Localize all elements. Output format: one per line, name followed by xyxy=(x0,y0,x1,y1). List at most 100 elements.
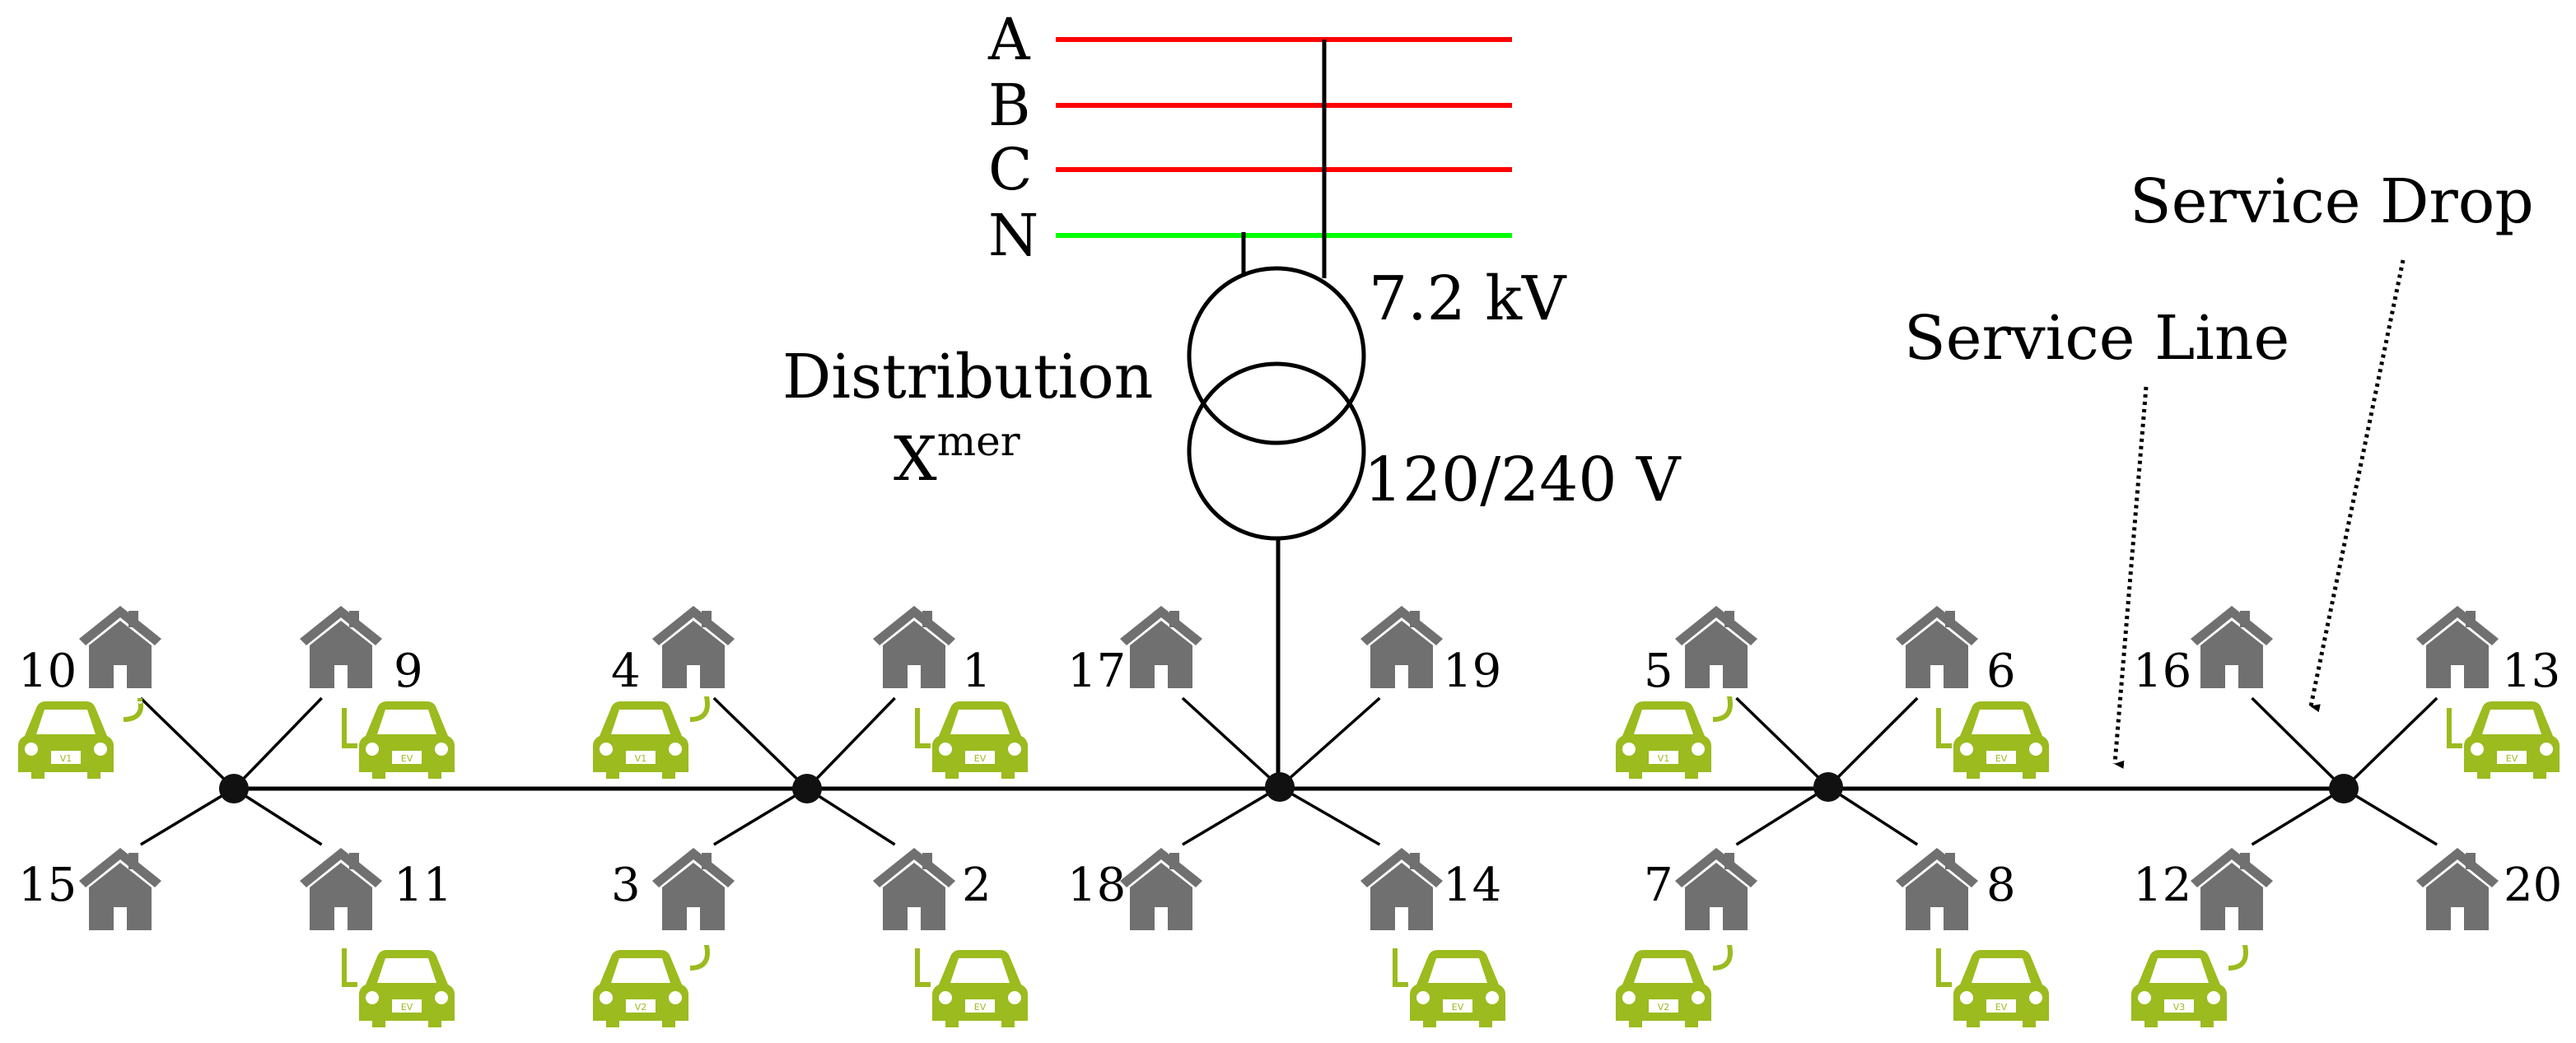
home-17: 17 xyxy=(1067,606,1202,698)
service-drop-17 xyxy=(1181,696,1281,789)
annotations: Service Line Service Drop xyxy=(1904,166,2534,769)
home-2: 2EV xyxy=(873,848,1028,1027)
charging-cable xyxy=(1393,948,1408,987)
home-9: 9EV xyxy=(300,606,455,779)
service-drop-15 xyxy=(139,787,235,846)
house-icon xyxy=(1896,606,1978,688)
charging-cable xyxy=(2228,944,2249,971)
service-line-label: Service Line xyxy=(1904,303,2289,374)
house-icon xyxy=(2416,848,2499,930)
house-icon xyxy=(79,848,161,930)
ev-plate: EV xyxy=(974,753,987,764)
ev-plate: EV xyxy=(1452,1002,1464,1013)
home-19: 19 xyxy=(1360,606,1501,698)
service-drop-3 xyxy=(712,787,808,846)
ev-plate: V2 xyxy=(1658,1002,1670,1013)
service-drop-9 xyxy=(232,696,323,790)
home-number: 16 xyxy=(2133,645,2191,698)
service-drop-20 xyxy=(2343,787,2438,846)
electric-car-icon xyxy=(359,950,455,1027)
ev-plate: EV xyxy=(401,1002,413,1013)
house-icon xyxy=(1120,606,1202,688)
charging-cable xyxy=(915,948,931,987)
home-number: 6 xyxy=(1986,645,2016,698)
home-number: 11 xyxy=(394,859,452,912)
service-drop-2 xyxy=(806,787,896,846)
electric-car-icon xyxy=(593,950,688,1027)
house-icon xyxy=(1675,606,1757,688)
home-number: 17 xyxy=(1067,645,1126,698)
ev-plate: EV xyxy=(401,753,413,764)
home-20: 20 xyxy=(2416,848,2562,930)
electric-car-icon xyxy=(1410,950,1505,1027)
charging-cable xyxy=(1712,696,1734,722)
electric-car-icon xyxy=(18,701,114,779)
service-drop-4 xyxy=(712,696,809,790)
home-6: 6EV xyxy=(1896,606,2049,779)
service-drop-18 xyxy=(1182,785,1281,846)
house-icon xyxy=(1120,848,1202,930)
charging-cable xyxy=(689,944,711,971)
house-icon xyxy=(2191,606,2273,688)
home-number: 8 xyxy=(1986,859,2016,912)
house-icon xyxy=(2416,606,2499,688)
house-icon xyxy=(652,606,735,688)
home-number: 4 xyxy=(611,645,641,698)
house-icon xyxy=(1360,606,1443,688)
phase-label-a: A xyxy=(987,6,1031,73)
phase-label-n: N xyxy=(988,202,1038,269)
service-drop-arrow xyxy=(2308,259,2406,713)
service-drop-5 xyxy=(1735,696,1830,789)
service-drop-8 xyxy=(1827,785,1919,846)
service-drop-12 xyxy=(2251,787,2345,846)
charging-cable xyxy=(342,948,357,987)
home-number: 7 xyxy=(1644,859,1673,912)
home-8: 8EV xyxy=(1896,848,2049,1027)
home-number: 14 xyxy=(1443,859,1501,912)
charging-cable xyxy=(2447,708,2462,748)
home-number: 20 xyxy=(2504,859,2562,912)
home-number: 18 xyxy=(1067,859,1126,912)
home-3: 3V2 xyxy=(593,848,735,1027)
home-number: 10 xyxy=(18,645,77,698)
ev-plate: V3 xyxy=(2173,1002,2186,1013)
charging-cable xyxy=(915,708,931,748)
charging-cable xyxy=(1712,944,1734,971)
ev-plate: V1 xyxy=(1658,753,1670,764)
electric-car-icon xyxy=(932,950,1028,1027)
ev-plate: V2 xyxy=(635,1002,647,1013)
primary-coil xyxy=(1187,266,1366,445)
electric-car-icon xyxy=(2131,950,2227,1027)
house-icon xyxy=(1675,848,1757,930)
home-number: 3 xyxy=(611,859,641,912)
service-drop-label: Service Drop xyxy=(2130,166,2534,237)
electric-car-icon xyxy=(932,701,1028,779)
service-drop-10 xyxy=(139,696,236,790)
ev-plate: EV xyxy=(974,1002,987,1013)
home-number: 9 xyxy=(394,645,423,698)
service-drop-14 xyxy=(1279,785,1381,846)
junction-node xyxy=(1265,772,1295,802)
transformer-label-x: Xmer xyxy=(894,417,1020,495)
electric-car-icon xyxy=(1953,950,2049,1027)
electric-car-icon xyxy=(2464,701,2560,779)
phase-label-c: C xyxy=(988,136,1033,203)
house-icon xyxy=(1360,848,1443,930)
primary-voltage: 7.2 kV xyxy=(1369,263,1567,334)
ev-plate: EV xyxy=(2506,753,2518,764)
electric-car-icon xyxy=(1616,950,1711,1027)
service-drop-13 xyxy=(2342,696,2438,790)
house-icon xyxy=(2191,848,2273,930)
house-icon xyxy=(1896,848,1978,930)
home-7: 7V2 xyxy=(1616,848,1757,1027)
secondary-voltage: 120/240 V xyxy=(1364,445,1682,515)
charging-cable xyxy=(1936,948,1952,987)
service-drop-6 xyxy=(1827,696,1919,789)
junction-node xyxy=(2329,774,2359,803)
